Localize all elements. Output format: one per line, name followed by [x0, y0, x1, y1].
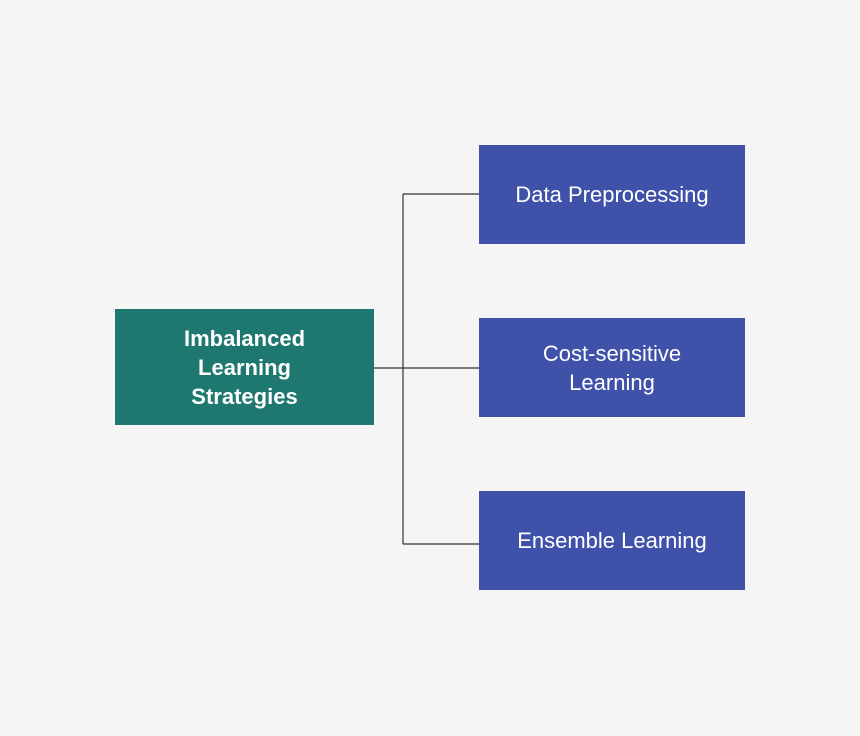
child-node-label: Ensemble Learning	[517, 528, 707, 553]
child-node-cost-sensitive-learning: Cost-sensitive Learning	[479, 318, 745, 417]
root-node: Imbalanced Learning Strategies	[115, 309, 374, 425]
root-node-label: Imbalanced Learning Strategies	[183, 325, 306, 409]
child-node-data-preprocessing: Data Preprocessing	[479, 145, 745, 244]
child-node-ensemble-learning: Ensemble Learning	[479, 491, 745, 590]
child-node-label: Data Preprocessing	[515, 182, 709, 207]
child-node-label: Cost-sensitive Learning	[542, 340, 682, 395]
